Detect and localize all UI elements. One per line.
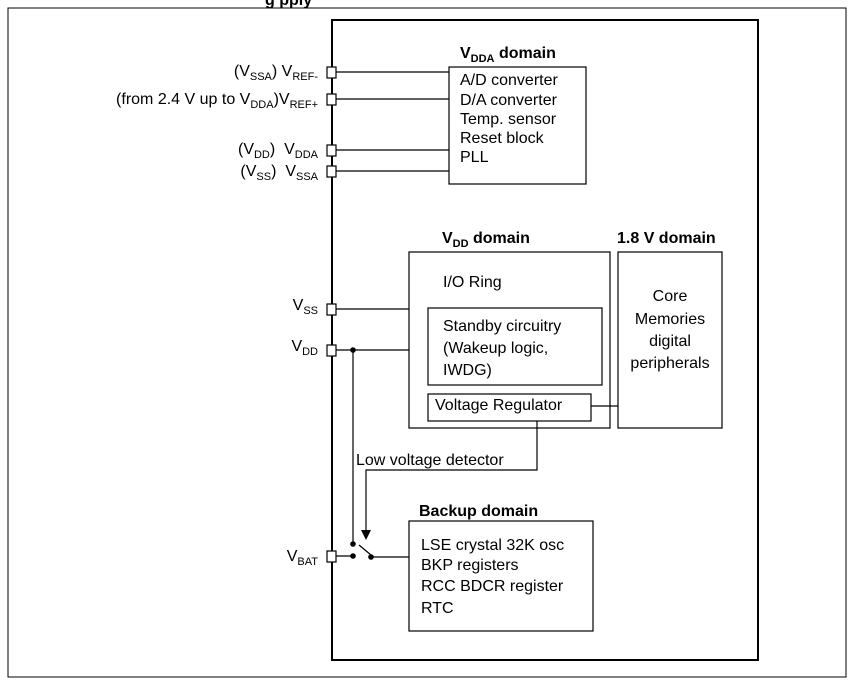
switch-blade (358, 544, 372, 556)
standby-line-1: Standby circuitry (443, 318, 562, 335)
wire-low-voltage-detector (365, 421, 538, 531)
v18-item-digital: digital (649, 333, 691, 350)
chip-outline (331, 19, 759, 661)
pin-label-vss: VSS (292, 297, 318, 317)
standby-line-3: IWDG) (443, 362, 492, 379)
backup-item-rcc-bdcr: RCC BDCR register (421, 578, 564, 595)
pin-label-vdd: VDD (291, 338, 318, 358)
figure-title-fragment: g pply (265, 0, 313, 9)
pin-label-vbat: VBAT (286, 548, 318, 568)
vdda-item-dac: D/A converter (460, 92, 557, 109)
backup-domain-title: Backup domain (419, 503, 539, 520)
vdda-domain-box (448, 66, 587, 185)
backup-item-lse: LSE crystal 32K osc (421, 537, 565, 554)
pin-vss (326, 303, 337, 316)
pin-label-vref-plus: (from 2.4 V up to VDDA)VREF+ (116, 91, 318, 111)
v18-item-peripherals: peripherals (630, 355, 710, 372)
low-voltage-detector-label: Low voltage detector (356, 452, 504, 469)
io-ring-label: I/O Ring (443, 274, 502, 291)
backup-item-rtc: RTC (421, 600, 454, 617)
vdda-domain-title: VDDA domain (460, 45, 556, 65)
pin-vref-plus (326, 93, 337, 106)
pin-vbat (326, 550, 337, 563)
vdda-item-adc: A/D converter (460, 72, 558, 89)
junction-vdd (350, 347, 356, 353)
regulator-box (427, 393, 592, 422)
voltage-regulator-label: Voltage Regulator (435, 397, 563, 414)
v18-item-memories: Memories (634, 311, 706, 328)
v18-item-core: Core (652, 288, 688, 305)
switch-contact-upper (350, 541, 356, 547)
vdd-domain-box (408, 251, 611, 429)
backup-domain-box (408, 520, 594, 632)
vdda-item-temp-sensor: Temp. sensor (460, 111, 557, 128)
vdd-domain-title: VDD domain (442, 230, 530, 250)
vdda-item-pll: PLL (460, 149, 489, 166)
standby-line-2: (Wakeup logic, (443, 340, 549, 357)
v18-domain-title: 1.8 V domain (617, 230, 716, 247)
vdda-item-reset-block: Reset block (460, 130, 544, 147)
pin-vssa (326, 165, 337, 178)
pin-label-vref-minus: (VSSA) VREF- (233, 63, 318, 83)
pin-vdda (326, 144, 337, 157)
backup-item-bkp: BKP registers (421, 557, 519, 574)
pin-label-vssa: (VSS) VSSA (240, 163, 318, 183)
figure-frame (7, 7, 847, 678)
lvd-arrowhead (361, 530, 371, 540)
pin-label-vdda: (VDD) VDDA (237, 141, 318, 161)
pin-vdd (326, 344, 337, 357)
standby-box (427, 307, 603, 386)
v18-domain-box (617, 251, 723, 429)
pin-vref-minus (326, 66, 337, 79)
